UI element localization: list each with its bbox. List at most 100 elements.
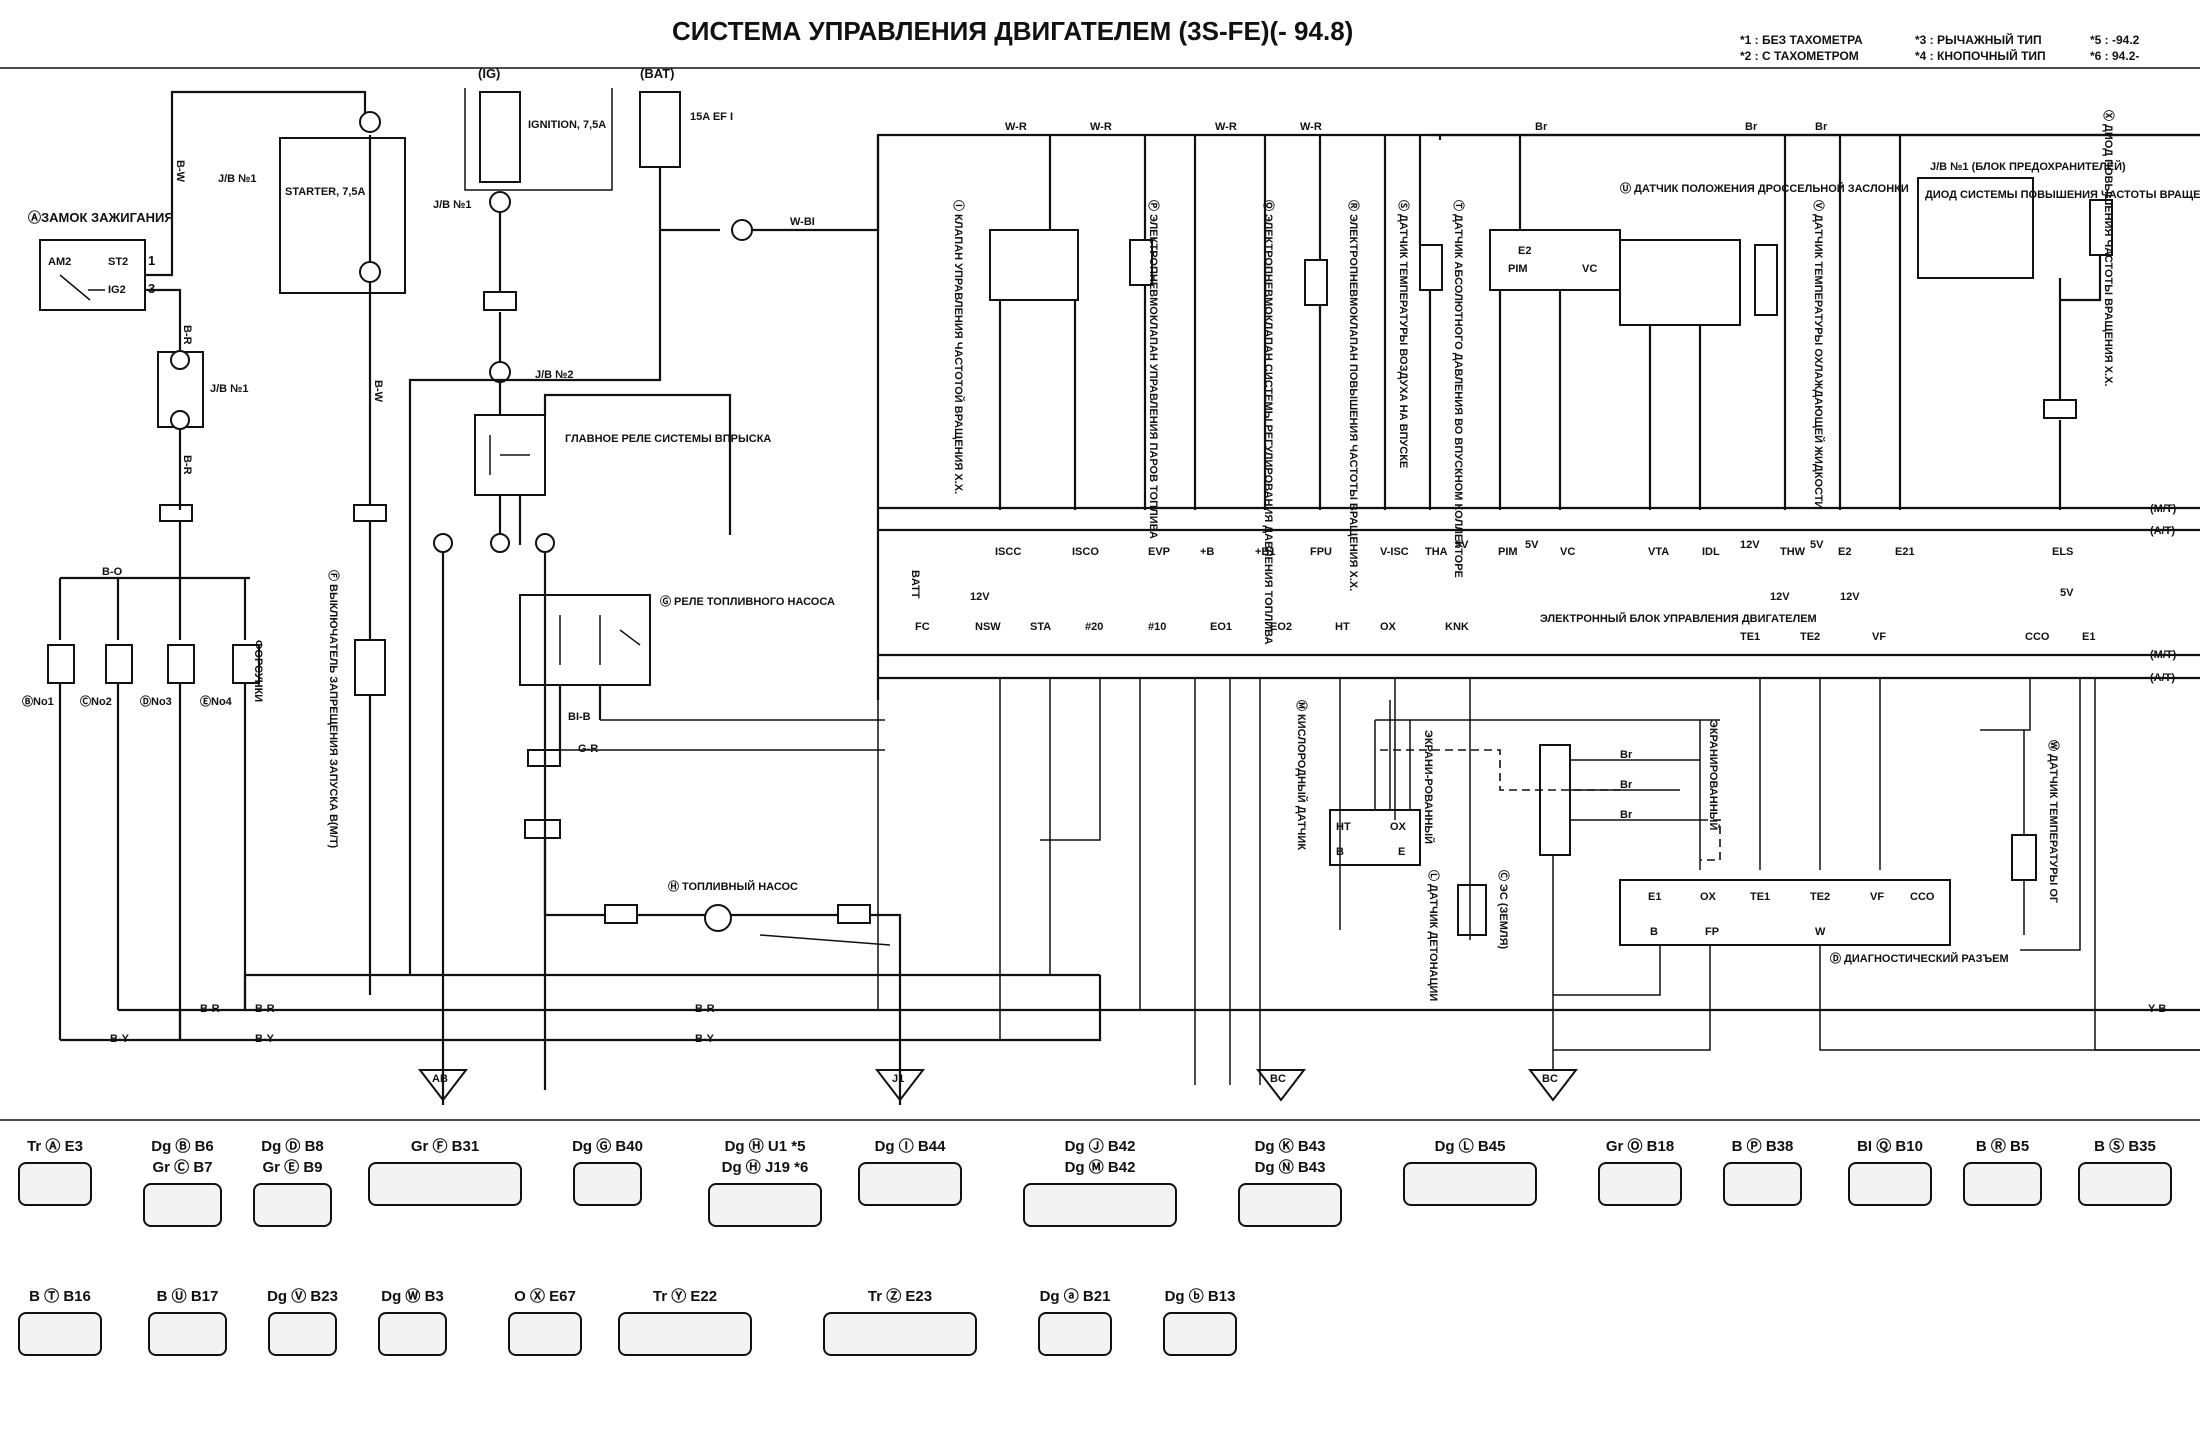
svg-text:CCO: CCO: [1910, 891, 1935, 903]
svg-text:STARTER, 7,5A: STARTER, 7,5A: [285, 186, 366, 198]
connector-shape-icon: [823, 1312, 977, 1356]
connector-id: B Ⓣ B16: [29, 1288, 91, 1305]
svg-text:EO1: EO1: [1210, 621, 1232, 633]
svg-text:#10: #10: [1148, 621, 1166, 633]
svg-text:THW: THW: [1780, 546, 1806, 558]
connector-r2-2: Dg Ⓥ B23: [260, 1285, 345, 1356]
connector-shape-icon: [268, 1312, 337, 1356]
svg-text:(A/T): (A/T): [2150, 525, 2175, 537]
svg-text:B: B: [1650, 926, 1658, 938]
ecu-top-terminals: BATT ISCC ISCO EVP +B +B1 FPU V-ISC THA …: [878, 503, 2200, 603]
coolant-temp-sensor: [1754, 244, 1778, 316]
ignition-fuse: (IG) (BAT) IGNITION, 7,5A J/B №1 15A EF …: [433, 66, 733, 213]
connector-id-2: Dg Ⓗ J19 *6: [721, 1159, 809, 1176]
svg-text:BATT: BATT: [909, 570, 921, 599]
connector-id: Dg Ⓘ B44: [874, 1138, 946, 1155]
svg-text:Ⓕ ВЫКЛЮЧАТЕЛЬ ЗАПРЕЩЕНИЯ ЗАПУС: Ⓕ ВЫКЛЮЧАТЕЛЬ ЗАПРЕЩЕНИЯ ЗАПУСКА В(М/Т): [327, 570, 341, 849]
svg-text:AB: AB: [432, 1073, 448, 1085]
connector-id: B Ⓢ B35: [2094, 1138, 2156, 1155]
svg-text:ⒷNo1: ⒷNo1: [22, 694, 54, 708]
svg-text:Ⓗ ТОПЛИВНЫЙ НАСОС: Ⓗ ТОПЛИВНЫЙ НАСОС: [668, 879, 798, 893]
svg-text:VTA: VTA: [1648, 546, 1669, 558]
svg-text:Ⓧ ДИОД ПОВЫШЕНИЯ ЧАСТОТЫ ВРАЩЕ: Ⓧ ДИОД ПОВЫШЕНИЯ ЧАСТОТЫ ВРАЩЕНИЯ Х.Х.: [2102, 110, 2116, 387]
svg-text:Ⓛ ДАТЧИК ДЕТОНАЦИИ: Ⓛ ДАТЧИК ДЕТОНАЦИИ: [1427, 870, 1441, 1001]
svg-text:NSW: NSW: [975, 621, 1001, 633]
svg-text:ⒶЗАМОК ЗАЖИГАНИЯ: ⒶЗАМОК ЗАЖИГАНИЯ: [28, 210, 174, 225]
svg-text:B-R: B-R: [181, 325, 193, 345]
svg-text:J/B №1: J/B №1: [433, 199, 472, 211]
svg-text:Br: Br: [1535, 121, 1548, 133]
svg-text:W: W: [1815, 926, 1826, 938]
connector-id: Dg ⓑ B13: [1164, 1288, 1236, 1305]
svg-text:ISCC: ISCC: [995, 546, 1021, 558]
svg-text:OX: OX: [1380, 621, 1397, 633]
connector-r1-5: Dg Ⓗ U1 *5 Dg Ⓗ J19 *6: [700, 1135, 830, 1227]
svg-text:IGNITION, 7,5A: IGNITION, 7,5A: [528, 119, 606, 131]
svg-text:E: E: [1398, 846, 1405, 858]
svg-text:Ⓟ ЭЛЕКТРОПНЕВМОКЛАПАН УПРАВЛЕН: Ⓟ ЭЛЕКТРОПНЕВМОКЛАПАН УПРАВЛЕНИЯ ПАРОВ Т…: [1147, 200, 1161, 539]
connector-shape-icon: [18, 1312, 102, 1356]
svg-text:IG2: IG2: [108, 284, 126, 296]
note-1: *1 : БЕЗ ТАХОМЕТРА: [1740, 33, 1863, 47]
connector-shape-icon: [708, 1183, 822, 1227]
wire-b-w-top: [145, 90, 367, 277]
svg-text:ELS: ELS: [2052, 546, 2073, 558]
note-2: *2 : С ТАХОМЕТРОМ: [1740, 49, 1859, 63]
note-5: *5 : -94.2: [2090, 33, 2140, 47]
svg-text:PIM: PIM: [1498, 546, 1518, 558]
svg-text:J/B №1 (БЛОК ПРЕДОХРАНИТЕЛЕЙ): J/B №1 (БЛОК ПРЕДОХРАНИТЕЛЕЙ): [1930, 160, 2126, 173]
svg-text:Br: Br: [1620, 809, 1633, 821]
svg-text:Ⓦ ДАТЧИК ТЕМПЕРАТУРЫ ОГ: Ⓦ ДАТЧИК ТЕМПЕРАТУРЫ ОГ: [2047, 740, 2061, 904]
connector-r1-4: Dg Ⓖ B40: [565, 1135, 650, 1206]
svg-text:Br: Br: [1620, 749, 1633, 761]
connector-r2-5: Tr Ⓨ E22: [610, 1285, 760, 1356]
svg-text:(M/T): (M/T): [2150, 503, 2177, 515]
throttle-position-sensor: [1619, 239, 1741, 326]
connector-id: O Ⓧ E67: [514, 1288, 576, 1305]
connector-id: BI Ⓠ B10: [1857, 1138, 1923, 1155]
connector-id: Tr Ⓩ E23: [867, 1288, 933, 1305]
note-3: *3 : РЫЧАЖНЫЙ ТИП: [1915, 32, 2042, 47]
svg-text:(M/T): (M/T): [2150, 649, 2177, 661]
svg-text:Ⓢ ДАТЧИК ТЕМПЕРАТУРЫ ВОЗДУХА Н: Ⓢ ДАТЧИК ТЕМПЕРАТУРЫ ВОЗДУХА НА ВПУСКЕ: [1397, 200, 1411, 468]
svg-text:HT: HT: [1335, 621, 1350, 633]
connector-shape-icon: [1238, 1183, 1342, 1227]
svg-text:W-R: W-R: [1215, 121, 1237, 133]
svg-text:E1: E1: [2082, 631, 2095, 643]
svg-text:STA: STA: [1030, 621, 1051, 633]
connector-shape-icon: [1723, 1162, 1802, 1206]
connector-2h: [731, 219, 753, 241]
connector-r1-0: Tr Ⓐ E3: [10, 1135, 100, 1206]
ground-bc-2: BC: [1527, 1069, 1579, 1102]
fuel-pump: Ⓗ ТОПЛИВНЫЙ НАСОС: [543, 838, 902, 1085]
svg-text:FPU: FPU: [1310, 546, 1332, 558]
note-6: *6 : 94.2-: [2090, 49, 2139, 63]
svg-text:OX: OX: [1700, 891, 1717, 903]
isc-valve: [989, 229, 1079, 301]
connector-id: B Ⓡ B5: [1975, 1138, 2030, 1155]
connector-shape-icon: [1963, 1162, 2042, 1206]
svg-text:(BAT): (BAT): [640, 66, 674, 81]
svg-text:ЭКРАНИ-РОВАННЫЙ: ЭКРАНИ-РОВАННЫЙ: [1422, 730, 1435, 844]
connector-shape-icon: [1163, 1312, 1237, 1356]
connector-r2-0: B Ⓣ B16: [10, 1285, 110, 1356]
svg-text:FC: FC: [915, 621, 930, 633]
svg-text:THA: THA: [1425, 546, 1448, 558]
svg-text:TE2: TE2: [1800, 631, 1820, 643]
connector-id: Dg Ⓗ U1 *5: [724, 1138, 806, 1155]
svg-text:E2: E2: [1838, 546, 1851, 558]
svg-text:E1: E1: [1648, 891, 1661, 903]
svg-text:B-Y: B-Y: [110, 1033, 130, 1045]
svg-text:VC: VC: [1582, 263, 1597, 275]
svg-text:ЭКРАНИРОВАННЫЙ: ЭКРАНИРОВАННЫЙ: [1707, 720, 1720, 830]
connector-shape-icon: [573, 1162, 642, 1206]
diagram-title: СИСТЕМА УПРАВЛЕНИЯ ДВИГАТЕЛЕМ (3S-FE)(- …: [672, 16, 1353, 46]
connector-id: Dg Ⓓ B8: [261, 1138, 324, 1155]
connector-r1-10: Gr Ⓞ B18: [1590, 1135, 1690, 1206]
connector-id: Dg Ⓦ B3: [381, 1288, 444, 1305]
